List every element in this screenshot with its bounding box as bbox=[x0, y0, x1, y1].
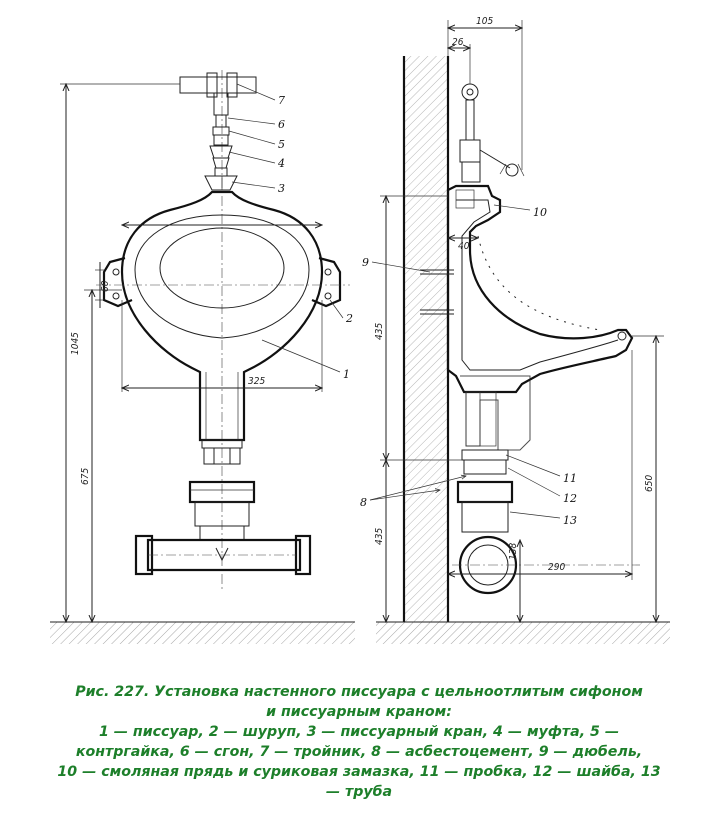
side-dim-650: 650 bbox=[632, 336, 664, 622]
dim-138-label: 138 bbox=[508, 543, 519, 560]
caption-legend-line1: 1 — писсуар, 2 — шуруп, 3 — писсуарный к… bbox=[98, 724, 620, 740]
front-valve-assembly bbox=[204, 114, 238, 191]
front-view: 1045 675 60 325 7 6 bbox=[50, 70, 355, 644]
dim-26-label: 26 bbox=[452, 37, 464, 48]
side-urinal-body bbox=[446, 184, 634, 451]
dim-lower-435-label: 435 bbox=[374, 528, 385, 545]
caption-title-line1: Рис. 227. Установка настенного писсуара … bbox=[75, 684, 643, 700]
callout-8: 8 bbox=[360, 496, 367, 509]
side-dim-upper-435: 435 bbox=[374, 196, 462, 460]
side-wall bbox=[402, 56, 450, 622]
dim-40-label: 40 bbox=[458, 241, 470, 252]
dim-675-label: 675 bbox=[80, 468, 91, 485]
dim-650-label: 650 bbox=[644, 475, 655, 492]
front-drain-tee bbox=[134, 480, 312, 576]
caption-legend-line2: контргайка, 6 — сгон, 7 — тройник, 8 — а… bbox=[75, 744, 643, 760]
front-dim-lower-height: 675 bbox=[80, 290, 122, 622]
figure-caption: Рис. 227. Установка настенного писсуара … bbox=[0, 682, 718, 802]
callout-12: 12 bbox=[563, 492, 577, 505]
side-callouts: 10 9 8 11 12 13 bbox=[360, 204, 577, 527]
side-dim-26: 26 bbox=[448, 37, 470, 84]
dim-1045-label: 1045 bbox=[70, 332, 81, 355]
callout-7: 7 bbox=[278, 94, 285, 107]
side-dowels bbox=[420, 269, 454, 315]
callout-10: 10 bbox=[533, 206, 547, 219]
front-outlet-coupling bbox=[201, 439, 243, 465]
caption-legend-line3: 10 — смоляная прядь и суриковая замазка,… bbox=[57, 764, 661, 780]
callout-5: 5 bbox=[278, 138, 285, 151]
callout-9: 9 bbox=[362, 256, 369, 269]
side-dim-290: 290 bbox=[448, 350, 632, 580]
callout-1: 1 bbox=[343, 368, 350, 381]
callout-6: 6 bbox=[278, 118, 285, 131]
dim-105-label: 105 bbox=[476, 16, 493, 27]
callout-2: 2 bbox=[345, 312, 353, 325]
front-tee-fitting bbox=[179, 72, 257, 116]
front-callouts: 7 6 5 4 3 2 1 bbox=[227, 83, 353, 381]
callout-4: 4 bbox=[277, 157, 285, 170]
dim-upper-435-label: 435 bbox=[374, 323, 385, 340]
caption-title-line2: и писсуарным краном: bbox=[266, 704, 452, 720]
side-drain-pipe bbox=[452, 449, 640, 595]
front-floor bbox=[50, 621, 355, 644]
side-dim-40: 40 bbox=[448, 238, 478, 252]
side-valve-assembly bbox=[459, 83, 525, 183]
callout-11: 11 bbox=[563, 472, 577, 485]
side-floor bbox=[376, 621, 670, 644]
caption-legend-line4: — труба bbox=[325, 784, 393, 800]
side-view: 105 26 40 435 435 650 290 bbox=[360, 16, 670, 644]
front-dim-total-height: 1045 bbox=[60, 84, 180, 622]
dim-325-label: 325 bbox=[248, 376, 265, 387]
callout-13: 13 bbox=[563, 514, 577, 527]
callout-3: 3 bbox=[278, 182, 285, 195]
dim-60-label: 60 bbox=[100, 280, 111, 292]
side-dim-138: 138 bbox=[508, 540, 520, 622]
side-dim-lower-435: 435 bbox=[374, 460, 386, 622]
dim-290-label: 290 bbox=[548, 562, 565, 573]
front-dim-bowl-width: 325 bbox=[122, 300, 322, 392]
urinal-installation-drawing: 1045 675 60 325 7 6 bbox=[50, 16, 670, 644]
